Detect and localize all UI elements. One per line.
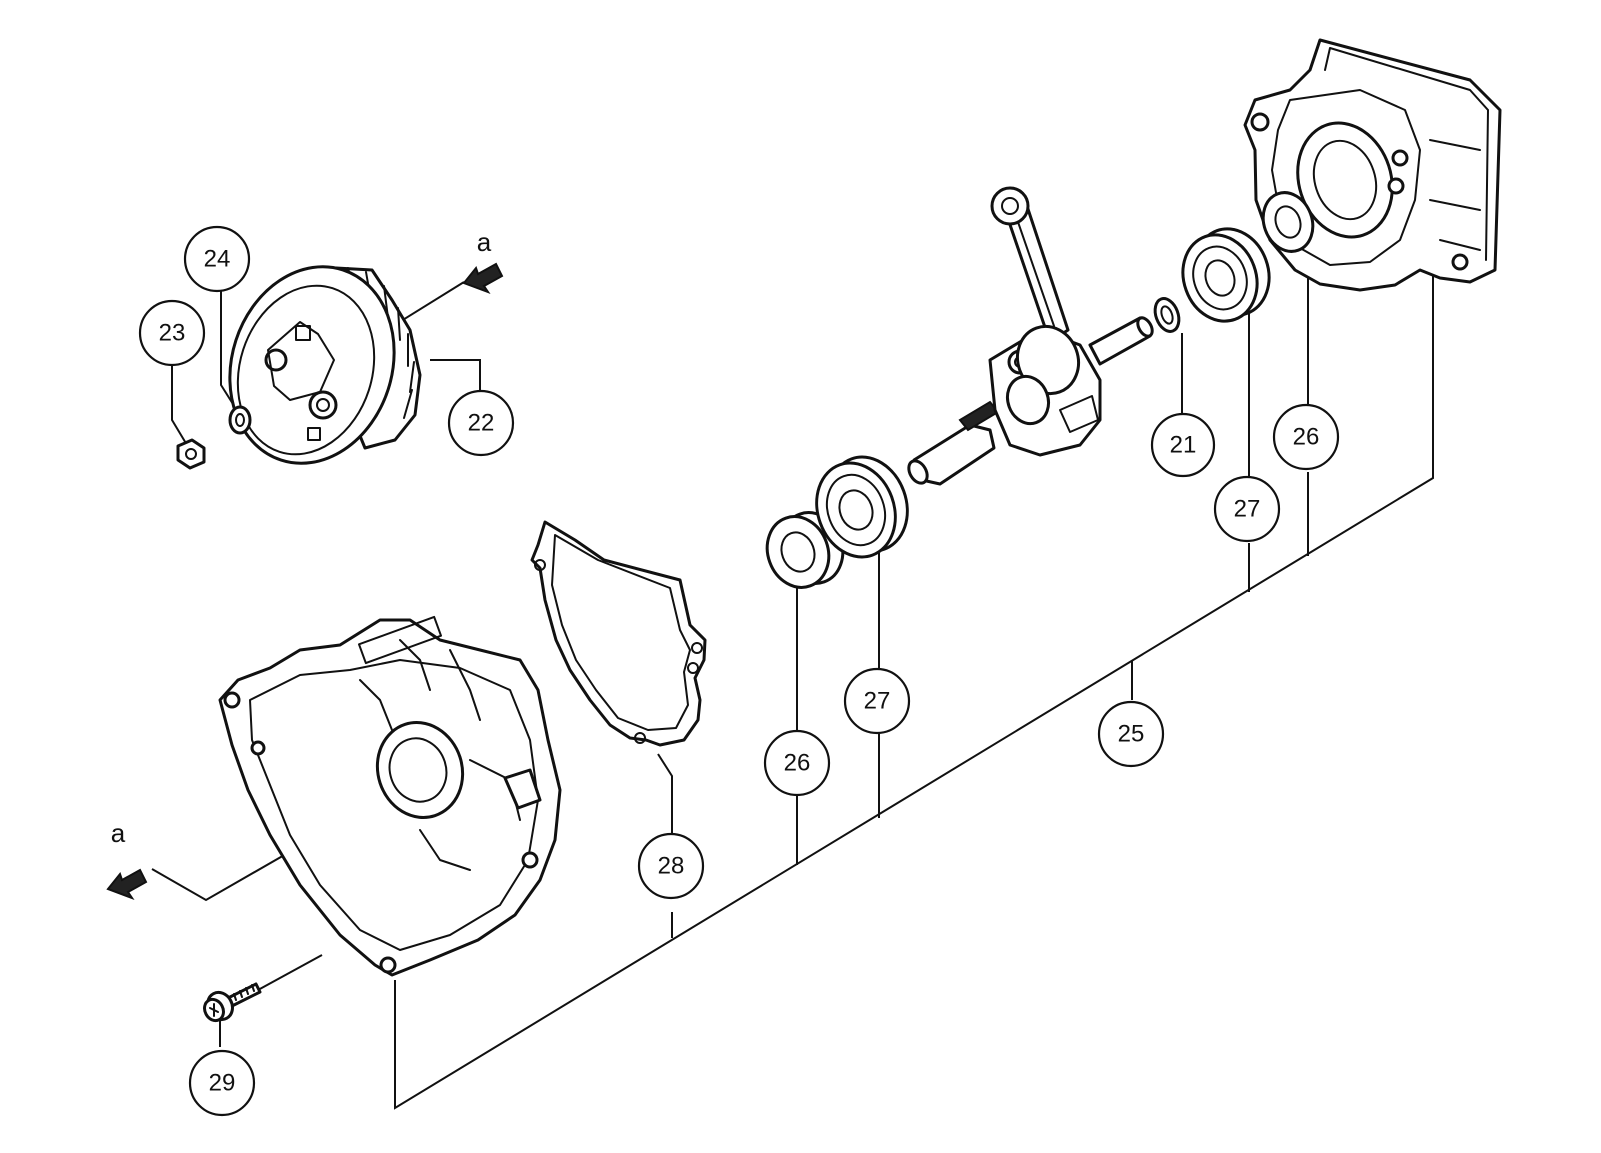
gasket-outline bbox=[530, 520, 707, 747]
ball-bearing-left-part-27 bbox=[815, 455, 909, 559]
callout-26-right-label: 26 bbox=[1293, 424, 1320, 451]
washer-part-24 bbox=[228, 405, 252, 435]
flywheel-disc bbox=[228, 265, 396, 465]
arrow-a-bottom-label: a bbox=[111, 818, 126, 848]
callout-23: 23 bbox=[138, 299, 206, 367]
leader-22 bbox=[430, 359, 481, 392]
connecting-rod-small-end bbox=[990, 186, 1030, 226]
callout-22-label: 22 bbox=[468, 410, 495, 437]
callout-27-right-label: 27 bbox=[1234, 496, 1261, 523]
crankcase-right-bore bbox=[1296, 121, 1394, 239]
callout-24-label: 24 bbox=[204, 246, 231, 273]
shim-part-21 bbox=[1153, 297, 1181, 333]
leader-28-to-gasket bbox=[657, 753, 673, 840]
callout-24: 24 bbox=[183, 225, 251, 293]
screw-part-29 bbox=[203, 982, 262, 1023]
callout-21-label: 21 bbox=[1170, 432, 1197, 459]
arrow-a-top-icon bbox=[462, 262, 504, 295]
leader-25-bracket bbox=[394, 255, 1434, 1110]
flywheel-part-22 bbox=[228, 265, 422, 465]
crankshaft-assembly bbox=[907, 186, 1154, 486]
callout-25-label: 25 bbox=[1118, 721, 1145, 748]
arrow-a-bottom: a bbox=[106, 818, 148, 901]
axis-line-screw bbox=[257, 954, 323, 991]
callout-26-left-label: 26 bbox=[784, 750, 811, 777]
callout-23-label: 23 bbox=[159, 320, 186, 347]
callout-26-left: 26 bbox=[763, 729, 831, 797]
crankcase-left bbox=[218, 615, 562, 977]
arrow-a-bottom-icon bbox=[106, 868, 148, 901]
nut-part-23 bbox=[176, 438, 206, 470]
callout-22: 22 bbox=[447, 389, 515, 457]
callout-27-left: 27 bbox=[843, 667, 911, 735]
ball-bearing-right-part-27 bbox=[1181, 227, 1271, 323]
callout-27-right: 27 bbox=[1213, 475, 1281, 543]
arrow-a-top: a bbox=[462, 227, 504, 295]
arrow-a-top-label: a bbox=[477, 227, 492, 257]
callout-21: 21 bbox=[1150, 412, 1216, 478]
oil-seal-right-part-26 bbox=[1261, 191, 1315, 253]
callout-27-left-label: 27 bbox=[864, 688, 891, 715]
callout-29: 29 bbox=[188, 1049, 256, 1117]
callout-28-label: 28 bbox=[658, 853, 685, 880]
leader-23 bbox=[171, 364, 191, 451]
callout-26-right: 26 bbox=[1272, 403, 1340, 471]
callout-28: 28 bbox=[637, 832, 705, 900]
callout-25: 25 bbox=[1097, 700, 1165, 768]
callout-29-label: 29 bbox=[209, 1070, 236, 1097]
crankcase-right bbox=[1243, 38, 1502, 292]
flywheel-hub bbox=[308, 390, 338, 420]
gasket-part-28 bbox=[530, 520, 707, 747]
